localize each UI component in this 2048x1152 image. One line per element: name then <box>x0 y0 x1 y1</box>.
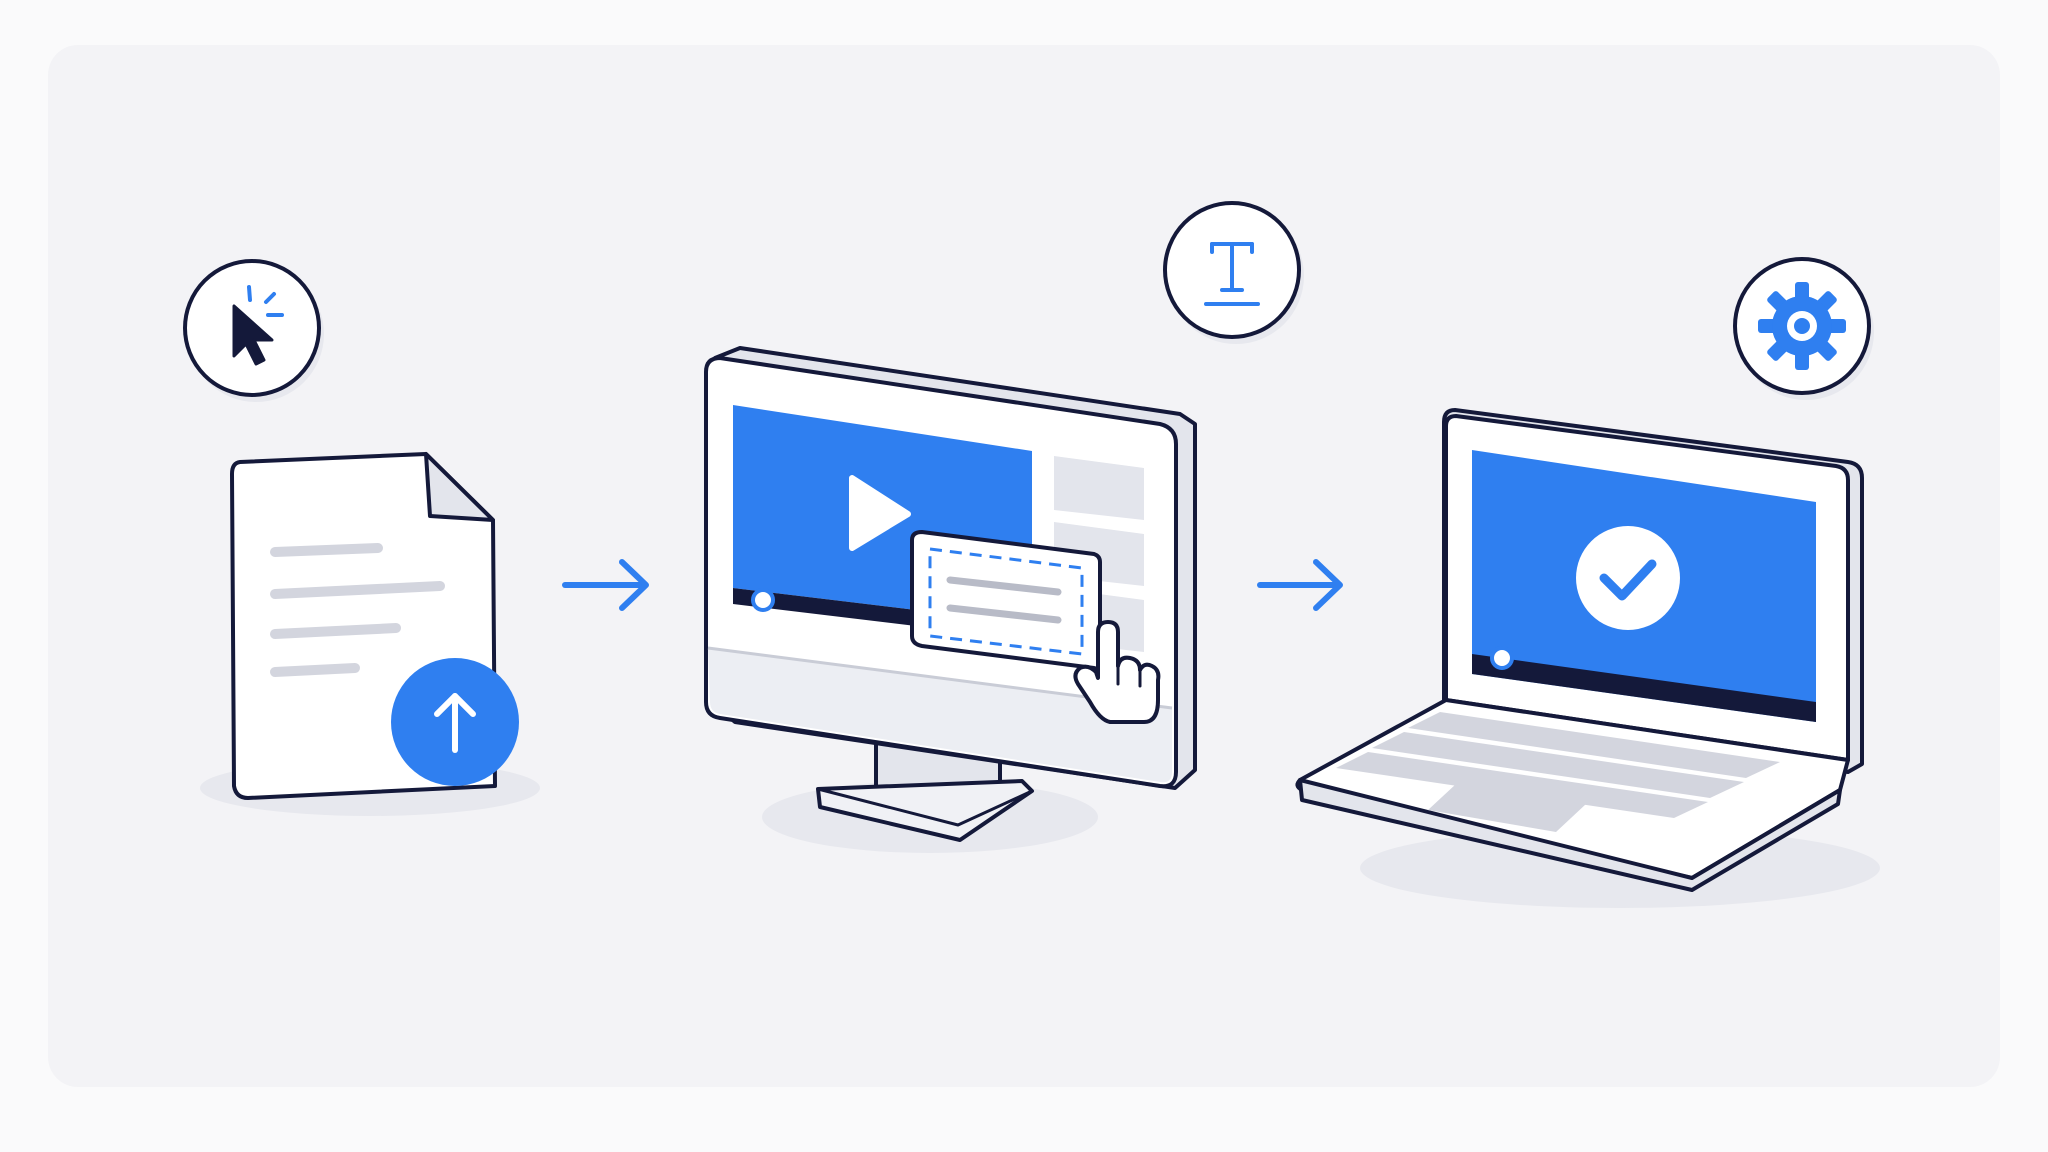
step-upload <box>183 259 540 816</box>
cursor-click-icon <box>232 285 284 366</box>
upload-button[interactable] <box>391 658 519 786</box>
connector-arrow-1 <box>562 559 649 611</box>
video-scrubber-export <box>1490 646 1514 670</box>
text-overlay-box[interactable] <box>910 530 1102 671</box>
upload-arrow-icon <box>434 693 476 753</box>
step-edit <box>704 201 1304 853</box>
arrow-right-icon <box>562 559 649 611</box>
play-icon <box>849 475 911 551</box>
trackpad[interactable] <box>1428 784 1586 832</box>
laptop-screen <box>1472 450 1816 722</box>
connector-arrow-2 <box>1257 559 1343 611</box>
success-badge <box>1576 526 1680 630</box>
checkmark-icon <box>1599 559 1657 601</box>
gear-icon <box>1758 282 1846 370</box>
video-scrubber[interactable] <box>751 588 775 612</box>
text-tool-badge <box>1163 201 1304 344</box>
desktop-monitor <box>704 346 1197 790</box>
pointer-hand-icon <box>1073 620 1161 724</box>
gear-badge <box>1733 257 1874 400</box>
cursor-click-badge <box>183 259 324 402</box>
document-text-lines <box>270 543 445 677</box>
text-tool-icon <box>1204 242 1260 306</box>
laptop <box>1295 408 1864 892</box>
step-export <box>1295 257 1880 908</box>
keyboard <box>1336 712 1780 818</box>
arrow-right-icon <box>1257 559 1343 611</box>
